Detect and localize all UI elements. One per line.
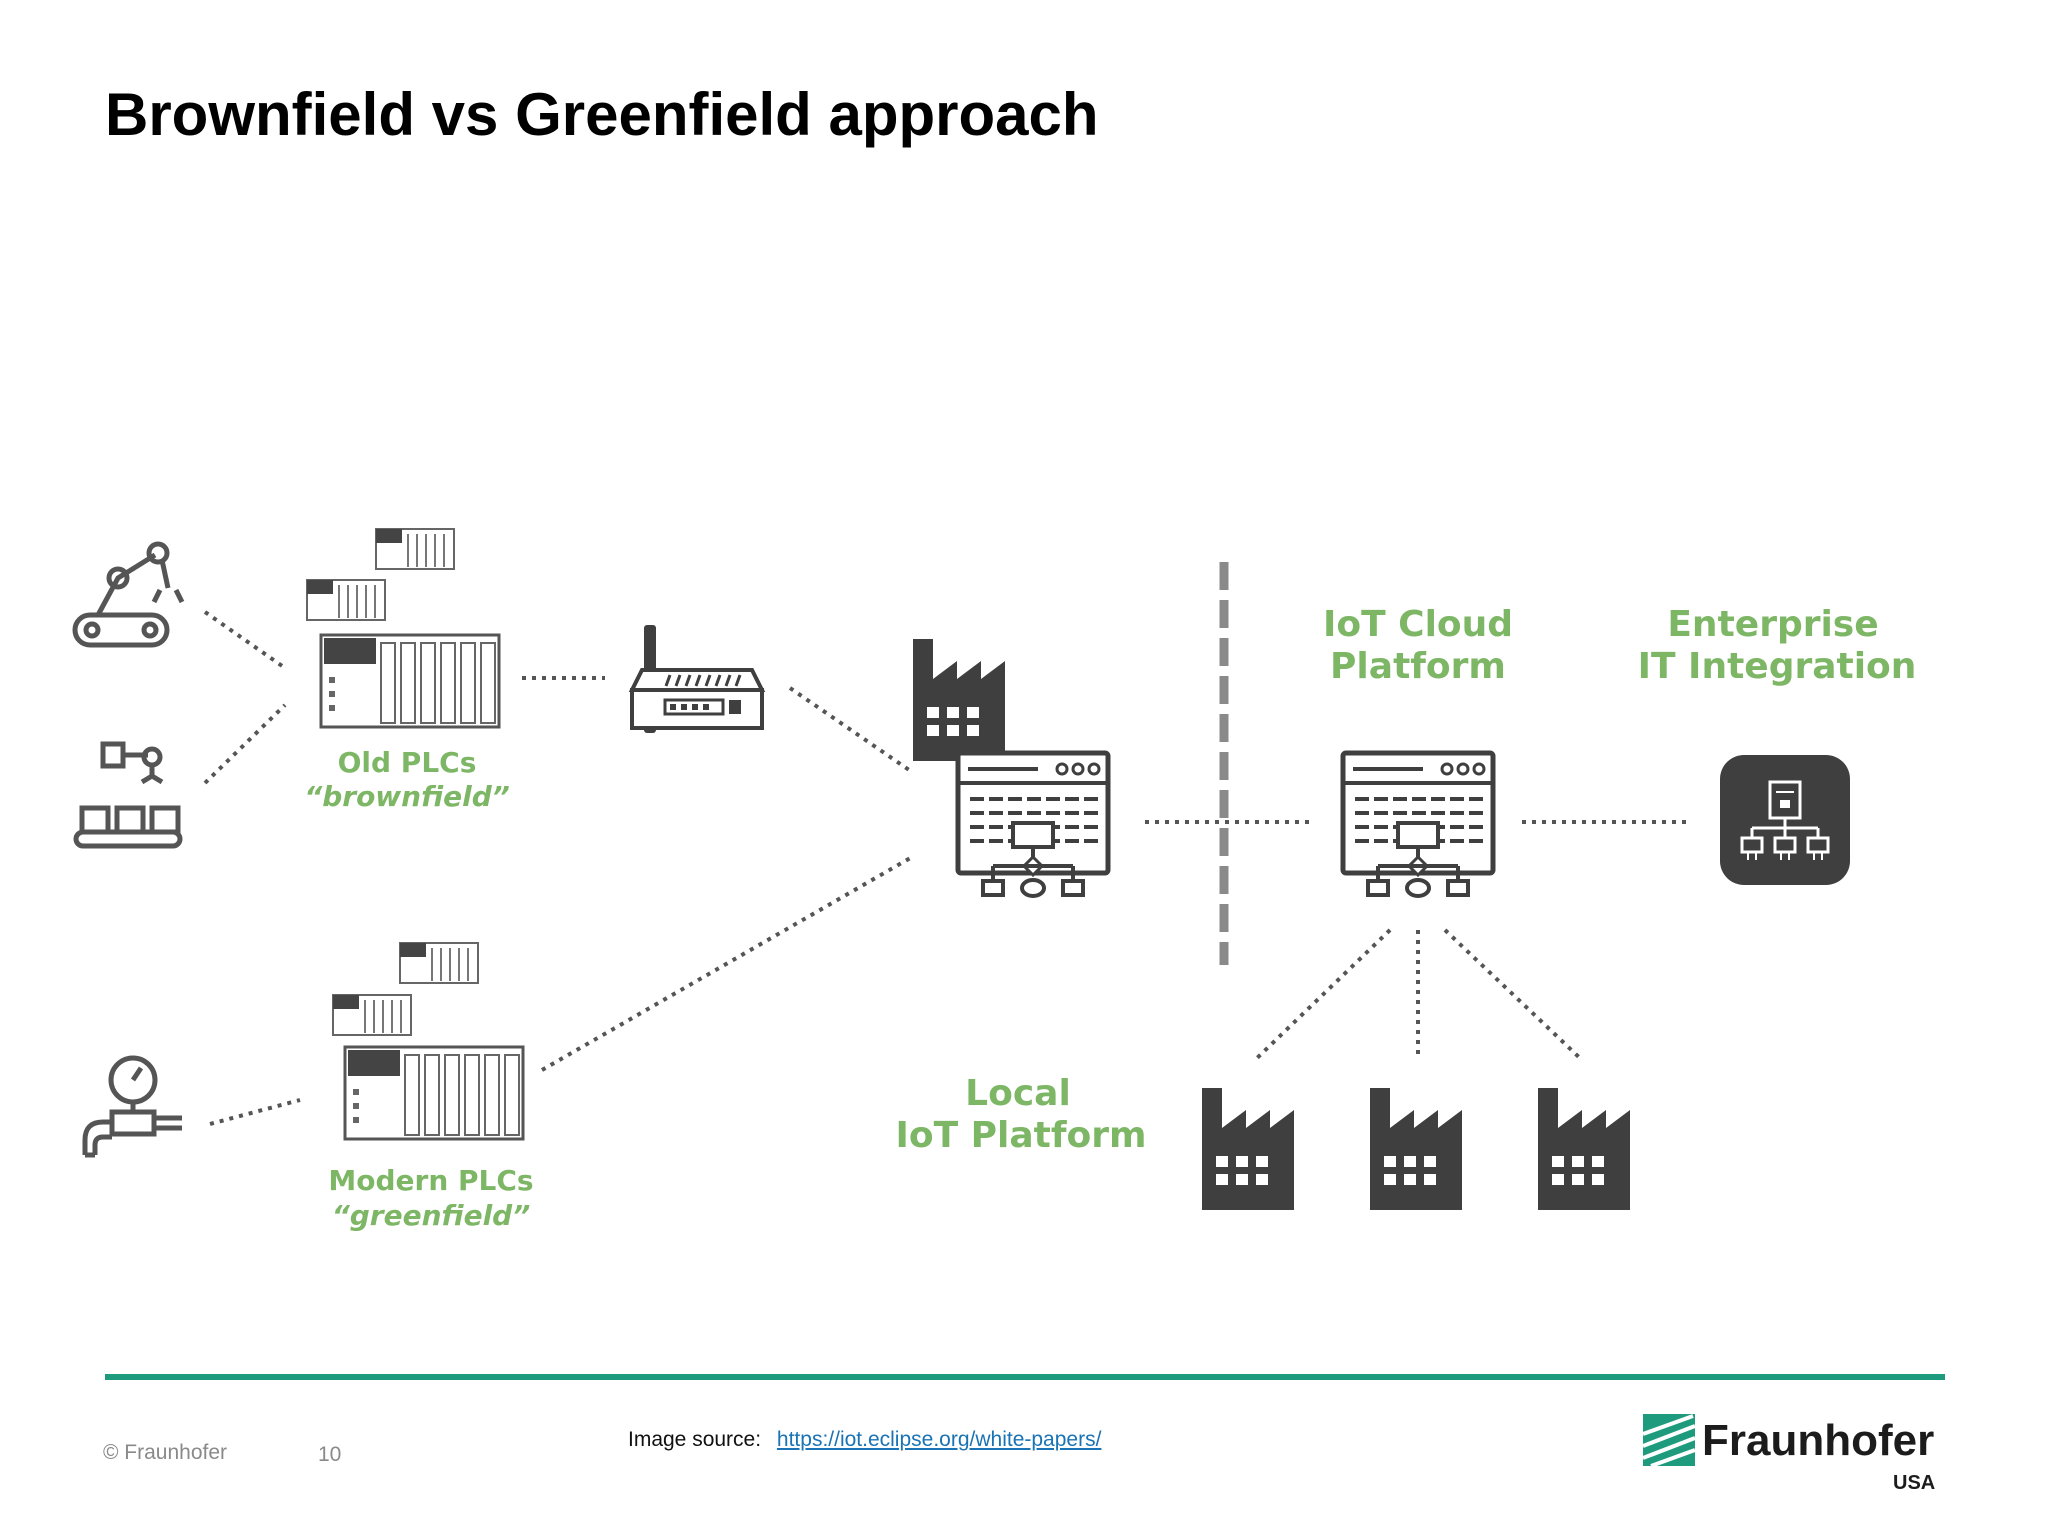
page-number: 10 bbox=[318, 1443, 342, 1466]
local-platform-window-icon bbox=[958, 753, 1108, 896]
modern-plc-rack-icon bbox=[332, 942, 525, 1141]
image-source: Image source: https://iot.eclipse.org/wh… bbox=[628, 1428, 1101, 1452]
footer-rule bbox=[105, 1374, 1945, 1380]
fraunhofer-mark-icon bbox=[1643, 1414, 1695, 1466]
copyright-text: © Fraunhofer bbox=[103, 1441, 228, 1464]
logo-name: Fraunhofer bbox=[1702, 1416, 1935, 1465]
pressure-gauge-icon bbox=[82, 1055, 182, 1158]
factory-icon bbox=[1538, 1088, 1630, 1210]
old-plcs-sublabel: “brownfield” bbox=[304, 780, 510, 813]
modern-plcs-sublabel: “greenfield” bbox=[332, 1199, 531, 1232]
factory-icon bbox=[913, 639, 1005, 761]
old-plc-rack-icon bbox=[306, 528, 501, 729]
gateway-router-icon bbox=[628, 625, 766, 733]
logo-sub: USA bbox=[1893, 1472, 1936, 1494]
local-iot-label: Local bbox=[965, 1073, 1071, 1114]
cloud-platform-window-icon bbox=[1343, 753, 1493, 896]
enterprise-network-icon bbox=[1720, 755, 1850, 885]
factory-icon bbox=[1370, 1088, 1462, 1210]
connector-lines bbox=[203, 610, 1690, 1126]
modern-plcs-label: Modern PLCs bbox=[328, 1164, 533, 1197]
iot-cloud-sublabel: Platform bbox=[1330, 646, 1506, 687]
robot-arm-icon bbox=[72, 541, 185, 648]
source-label: Image source: bbox=[628, 1428, 762, 1451]
factory-icon bbox=[1202, 1088, 1294, 1210]
fraunhofer-logo: Fraunhofer USA bbox=[1640, 1410, 1940, 1500]
local-iot-sublabel: IoT Platform bbox=[895, 1115, 1146, 1156]
enterprise-sublabel: IT Integration bbox=[1638, 646, 1917, 687]
source-link[interactable]: https://iot.eclipse.org/white-papers/ bbox=[776, 1428, 1102, 1451]
conveyor-icon bbox=[73, 741, 183, 849]
old-plcs-label: Old PLCs bbox=[338, 746, 477, 779]
iot-cloud-label: IoT Cloud bbox=[1323, 604, 1513, 645]
slide-title: Brownfield vs Greenfield approach bbox=[105, 81, 1099, 148]
enterprise-label: Enterprise bbox=[1667, 604, 1878, 645]
